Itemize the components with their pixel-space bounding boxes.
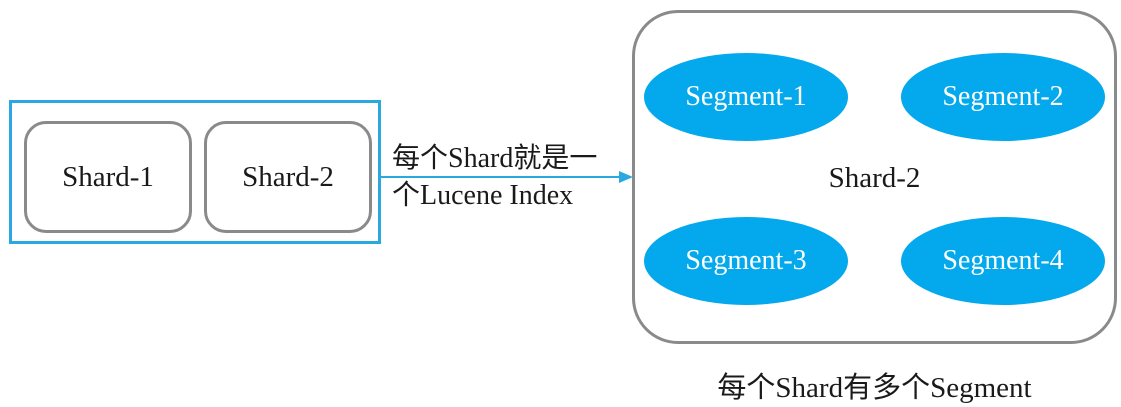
shard-1-label: Shard-1 — [62, 160, 154, 193]
segment-1-label: Segment-1 — [685, 81, 807, 112]
segment-3-label: Segment-3 — [685, 245, 807, 276]
arrow-label-line-2: 个Lucene Index — [392, 180, 574, 211]
shard-1-node: Shard-1 — [24, 121, 192, 233]
arrow-head — [619, 171, 633, 183]
segment-1-node: Segment-1 — [644, 53, 848, 141]
lucene-index-box — [9, 100, 381, 244]
segment-2-node: Segment-2 — [901, 53, 1105, 141]
segment-3-node: Segment-3 — [644, 217, 848, 305]
diagram-caption: 每个Shard有多个Segment — [717, 372, 1032, 404]
segment-4-label: Segment-4 — [942, 245, 1064, 276]
arrow-label-line-1: 每个Shard就是一 — [392, 143, 598, 174]
shard-2-label: Shard-2 — [242, 160, 334, 193]
segment-4-node: Segment-4 — [901, 217, 1105, 305]
shard-2-node: Shard-2 — [204, 121, 372, 233]
arrow-label: 每个Shard就是一 个Lucene Index — [392, 140, 597, 214]
shard-detail-label: Shard-2 — [828, 162, 921, 194]
segment-2-label: Segment-2 — [942, 81, 1064, 112]
